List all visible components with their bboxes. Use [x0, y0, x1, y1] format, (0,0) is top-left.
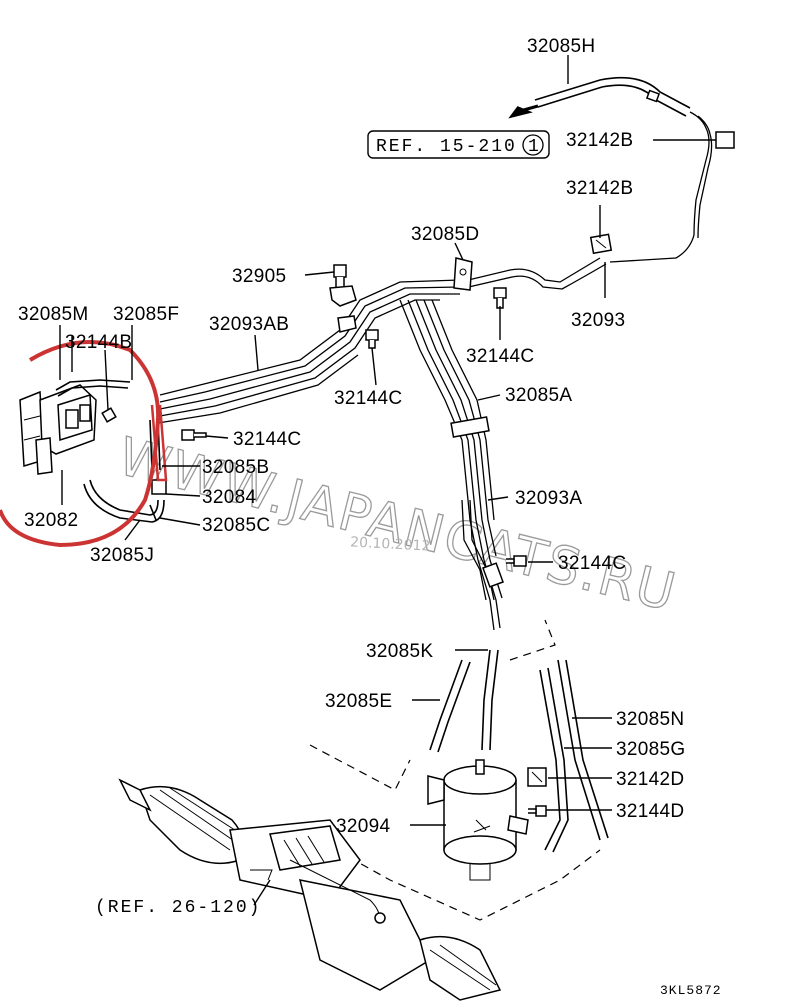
label-32144C-left[interactable]: 32144C — [334, 388, 402, 409]
label-32093AB[interactable]: 32093AB — [209, 314, 289, 335]
bolt-32144B[interactable] — [101, 407, 117, 423]
leader-lines — [59, 55, 716, 906]
label-32144C-upper[interactable]: 32144C — [466, 346, 534, 367]
pipe-32093[interactable] — [459, 257, 607, 290]
bracket-upper — [329, 285, 357, 307]
red-highlight-annotation — [150, 404, 168, 482]
guide-dash-1 — [509, 619, 556, 661]
ref-upper-text: REF. 15-210 — [376, 137, 517, 157]
label-32144D[interactable]: 32144D — [616, 801, 684, 822]
direction-arrow-icon — [508, 104, 539, 119]
label-32142D[interactable]: 32142D — [616, 769, 684, 790]
bracket-mid — [337, 315, 357, 333]
bolt-32144C-lower[interactable] — [506, 555, 527, 567]
bolt-32144C-upper[interactable] — [493, 287, 507, 309]
guide-dash-2 — [309, 744, 411, 791]
ref-lower-text[interactable]: (REF. 26-120) — [95, 898, 261, 918]
label-32144C-mid[interactable]: 32144C — [233, 429, 301, 450]
valve-assembly-32082[interactable] — [19, 379, 131, 475]
label-32085F[interactable]: 32085F — [113, 304, 179, 325]
hose-32085E[interactable] — [429, 659, 471, 753]
label-32085M[interactable]: 32085M — [18, 304, 88, 325]
connector-32084[interactable] — [151, 479, 167, 495]
label-32144B[interactable]: 32144B — [65, 332, 132, 353]
label-32142B-mid[interactable]: 32142B — [566, 178, 633, 199]
label-32085A[interactable]: 32085A — [505, 385, 572, 406]
label-32094[interactable]: 32094 — [336, 816, 390, 837]
label-32085K[interactable]: 32085K — [366, 641, 433, 662]
hose-32085C[interactable] — [149, 504, 157, 521]
label-32085E[interactable]: 32085E — [325, 691, 392, 712]
bolt-32144D[interactable] — [528, 805, 547, 817]
hose-32085K[interactable] — [481, 649, 499, 751]
hose-32085G[interactable] — [539, 667, 569, 853]
label-32085G[interactable]: 32085G — [616, 739, 685, 760]
red-circle-annotation — [0, 340, 161, 548]
bracket-32085D[interactable] — [453, 257, 473, 291]
label-32085C[interactable]: 32085C — [202, 515, 270, 536]
label-32093[interactable]: 32093 — [571, 310, 625, 331]
guide-dash-3 — [299, 829, 601, 921]
pipe-bundle-32093A[interactable] — [461, 499, 504, 601]
label-32084[interactable]: 32084 — [202, 487, 256, 508]
label-32085B[interactable]: 32085B — [202, 457, 269, 478]
clip-32142B-middle[interactable] — [589, 233, 613, 255]
diagram-code: 3KL5872 — [660, 983, 722, 998]
label-32085D[interactable]: 32085D — [411, 224, 479, 245]
ref-box-upper[interactable]: REF. 15-210 1 — [367, 130, 550, 159]
clip-32142B-top[interactable] — [715, 131, 735, 149]
label-32905[interactable]: 32905 — [232, 266, 286, 287]
hose-bundle-32085A[interactable] — [399, 299, 503, 631]
label-32085N[interactable]: 32085N — [616, 709, 684, 730]
clip-32142D[interactable] — [527, 767, 547, 787]
label-32093A[interactable]: 32093A — [515, 488, 582, 509]
hose-32085H[interactable] — [534, 76, 713, 263]
axle-assembly — [118, 778, 502, 1001]
bolt-32144C-mid[interactable] — [181, 429, 207, 441]
bolt-32144C-left[interactable] — [365, 329, 379, 349]
label-32082[interactable]: 32082 — [24, 510, 78, 531]
label-32085H[interactable]: 32085H — [527, 36, 595, 57]
hose-32085N[interactable] — [557, 659, 609, 841]
part-labels: 32085H 32142B 32142B 32085D 32905 32093 … — [18, 36, 685, 837]
label-32142B-top[interactable]: 32142B — [566, 130, 633, 151]
ref-upper-circle: 1 — [528, 137, 541, 157]
pipe-bundle-32093AB[interactable] — [157, 279, 461, 424]
label-32085J[interactable]: 32085J — [90, 545, 154, 566]
label-32144C-lower[interactable]: 32144C — [558, 553, 626, 574]
canister-32094[interactable] — [427, 759, 529, 881]
watermark-date: 20.10.2012 — [350, 534, 431, 554]
